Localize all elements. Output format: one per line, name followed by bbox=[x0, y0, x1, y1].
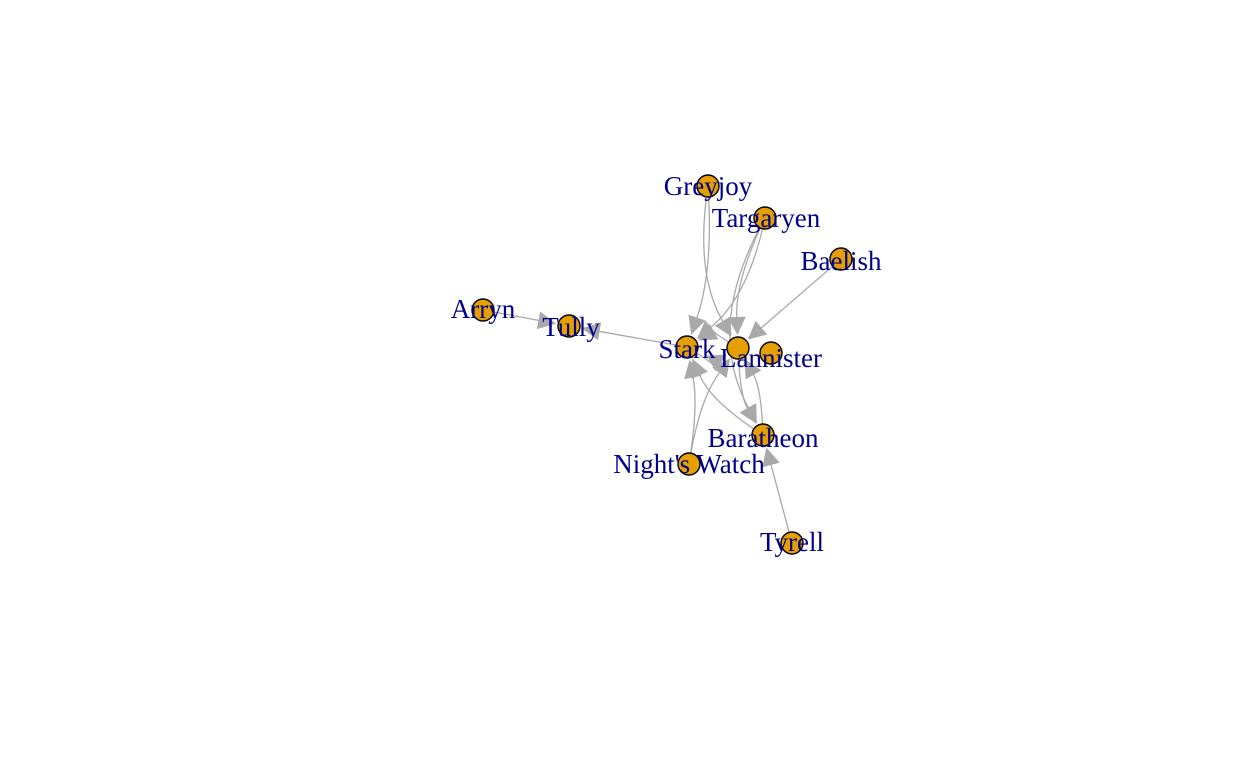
edge-nightswatch-lannister bbox=[688, 372, 720, 465]
edge-greyjoy-lannister bbox=[703, 185, 724, 322]
edge-layer bbox=[482, 185, 842, 544]
edge-targaryen-baratheon bbox=[729, 217, 766, 409]
arrowhead-lannister-baratheon bbox=[739, 403, 757, 424]
arrowhead-targaryen-lannister bbox=[727, 316, 746, 336]
node-baratheon bbox=[751, 423, 775, 447]
label-nightswatch: Night's Watch bbox=[613, 449, 765, 479]
arrowhead-arryn-tully bbox=[536, 311, 557, 330]
label-arryn: Arryn bbox=[451, 294, 516, 324]
label-baelish: Baelish bbox=[801, 246, 882, 276]
node-baelish bbox=[829, 247, 853, 271]
arrowhead-nightswatch-lannister bbox=[712, 358, 731, 379]
label-greyjoy: Greyjoy bbox=[664, 171, 753, 201]
label-tully: Tully bbox=[542, 312, 600, 342]
arrowhead-stark-tully bbox=[581, 322, 602, 341]
node-greyjoy bbox=[696, 174, 720, 198]
label-targaryen: Targaryen bbox=[712, 203, 821, 233]
arrowhead-greyjoy-stark bbox=[688, 314, 706, 335]
edge-targaryen-lannister bbox=[736, 217, 766, 318]
label-baratheon: Baratheon bbox=[708, 423, 819, 453]
arrowhead-baelish-lannister bbox=[747, 320, 768, 340]
edge-greyjoy-stark bbox=[696, 185, 711, 318]
arrowhead-tyrell-baratheon bbox=[762, 447, 780, 468]
node-stark bbox=[675, 335, 699, 359]
arrowhead-baratheon-lannister bbox=[744, 359, 762, 380]
edge-baelish-lannister bbox=[761, 258, 842, 329]
node-tyrell bbox=[780, 531, 804, 555]
arrowhead-stark-lannister bbox=[706, 354, 727, 372]
arrowhead-greyjoy-lannister bbox=[714, 316, 732, 337]
node-nightswatch bbox=[677, 452, 701, 476]
node-layer bbox=[471, 174, 853, 555]
node-tully bbox=[557, 314, 581, 338]
node-lannister bbox=[726, 336, 750, 360]
label-stark: Stark bbox=[659, 334, 716, 364]
edge-baratheon-stark bbox=[699, 375, 764, 436]
edge-targaryen-stark bbox=[710, 217, 766, 328]
label-lannister: Lannister bbox=[720, 343, 822, 373]
node-targaryen bbox=[753, 206, 777, 230]
node-arryn bbox=[471, 298, 495, 322]
node-secondary bbox=[759, 341, 783, 365]
arrowhead-nightswatch-stark bbox=[684, 359, 702, 380]
label-tyrell: Tyrell bbox=[760, 527, 824, 557]
arrowhead-lannister-stark bbox=[698, 323, 719, 341]
